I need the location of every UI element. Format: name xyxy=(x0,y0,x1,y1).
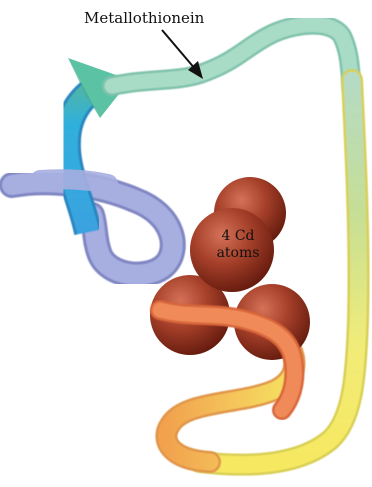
cluster-label-line1: 4 Cd xyxy=(221,228,254,244)
lavender-overlap xyxy=(40,179,108,184)
cluster-label-line2: atoms xyxy=(217,245,260,261)
teal-upper-segment xyxy=(112,25,352,90)
blue-arrow-segment xyxy=(67,88,96,232)
metallothionein-label: Metallothionein xyxy=(84,9,205,27)
